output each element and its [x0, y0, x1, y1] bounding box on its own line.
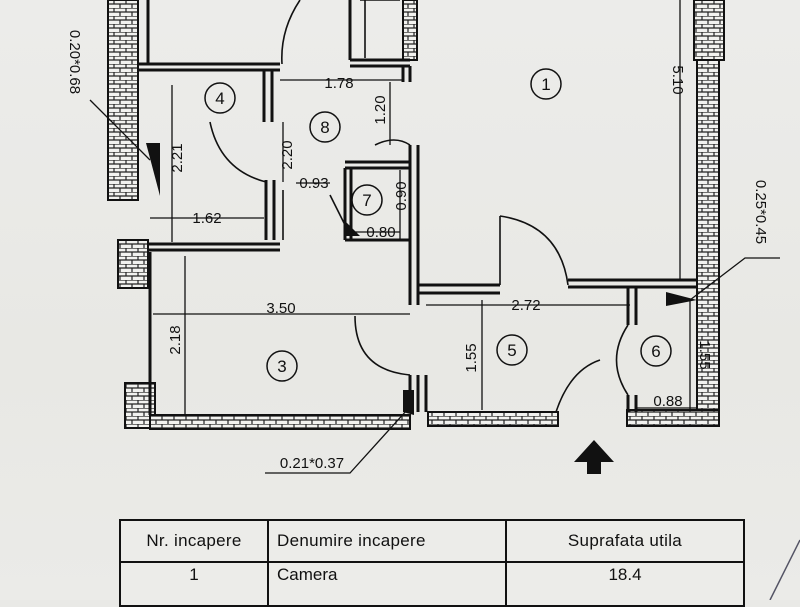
table-header-nr: Nr. incapere [119, 519, 269, 563]
exterior-walls [107, 0, 725, 430]
dim-155-a: 1.55 [463, 343, 480, 372]
room-7-label: 7 [362, 191, 371, 210]
table-row: 1 Camera 18.4 [119, 561, 745, 607]
room-8-label: 8 [320, 118, 329, 137]
dim-220: 2.20 [279, 140, 296, 169]
interior-walls [138, 0, 697, 415]
room-6-label: 6 [651, 342, 660, 361]
dim-221: 2.21 [169, 143, 186, 172]
table-cell-nr: 1 [119, 561, 269, 607]
dim-093: 0.93 [299, 175, 328, 192]
dim-090: 0.90 [393, 181, 410, 210]
duct-label-top-left: 0.20*0.68 [66, 30, 83, 94]
dim-178: 1.78 [324, 75, 353, 92]
table-header-name: Denumire incapere [267, 519, 507, 563]
dim-510: 5.10 [669, 65, 686, 94]
stamp-edge [769, 539, 800, 600]
room-3-label: 3 [277, 357, 286, 376]
dim-272: 2.72 [511, 297, 540, 314]
dim-162: 1.62 [192, 210, 221, 227]
dim-218: 2.18 [167, 325, 184, 354]
dim-120: 1.20 [372, 95, 389, 124]
room-4-label: 4 [215, 89, 224, 108]
duct-labels: 0.20*0.68 0.25*0.45 0.21*0.37 [66, 30, 769, 472]
duct-label-bottom: 0.21*0.37 [280, 455, 344, 472]
room-numbers: 1 4 8 7 3 5 6 [215, 75, 660, 376]
table-cell-area: 18.4 [505, 561, 745, 607]
dim-088: 0.88 [653, 393, 682, 410]
rooms-table: Nr. incapere Denumire incapere Suprafata… [119, 519, 745, 607]
duct-label-right: 0.25*0.45 [752, 180, 769, 244]
dimension-labels: 1.78 5.10 1.20 2.21 2.20 0.93 0.90 1.62 … [167, 65, 713, 410]
dim-350: 3.50 [266, 300, 295, 317]
table-cell-name: Camera [267, 561, 507, 607]
table-header-row: Nr. incapere Denumire incapere Suprafata… [119, 519, 745, 563]
dimension-lines [150, 0, 697, 415]
room-5-label: 5 [507, 341, 516, 360]
dim-155-b: 1.55 [696, 340, 713, 369]
entrance-arrow-icon [574, 440, 614, 474]
room-1-label: 1 [541, 75, 550, 94]
leader-lines [89, 99, 780, 474]
table-header-area: Suprafata utila [505, 519, 745, 563]
dim-080: 0.80 [366, 224, 395, 241]
door-swings [209, 0, 629, 413]
room-circles [204, 68, 672, 382]
